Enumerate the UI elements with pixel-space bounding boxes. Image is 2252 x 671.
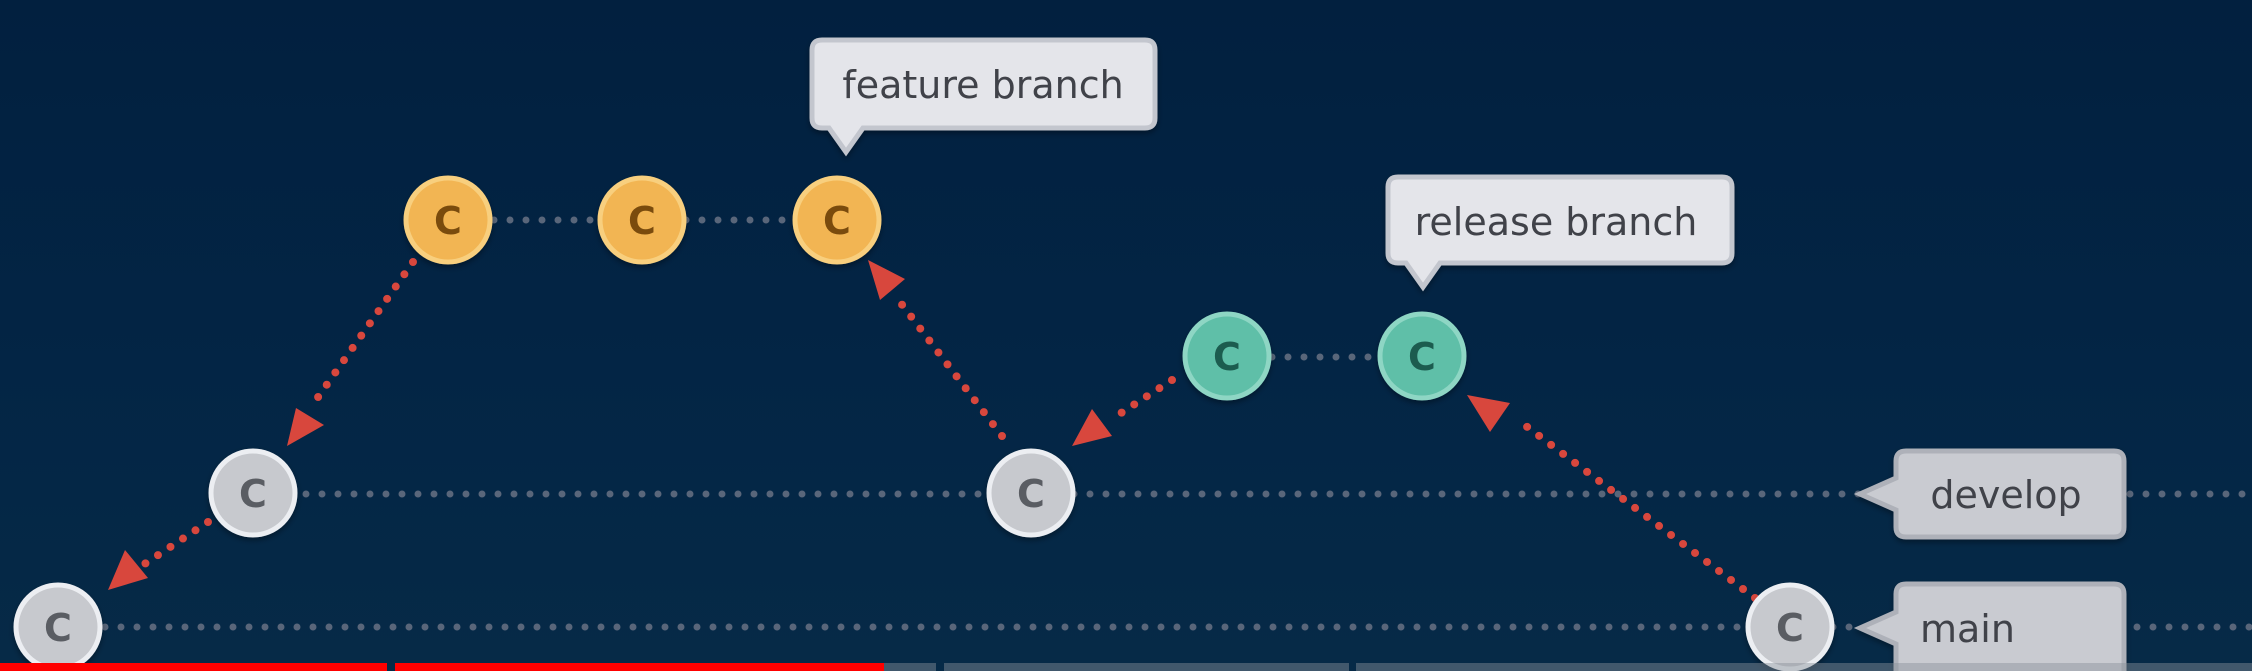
commit-label: C [1408,335,1436,379]
commit-label: C [44,606,72,650]
commit-label: C [823,199,851,243]
commit-label: C [1017,472,1045,516]
main-commit: C [13,582,103,671]
merge-arrow-main-to-develop [108,518,212,590]
commit-label: C [1776,606,1804,650]
main-callout: main [1853,581,2127,671]
release-commit: C [1377,311,1467,401]
feature-commit: C [597,175,687,265]
commit-label: C [628,199,656,243]
progress-chapter[interactable] [944,663,1349,671]
feature-commit: C [792,175,882,265]
main-label: main [1920,607,2015,651]
develop-callout: develop [1853,448,2127,540]
main-commit: C [1745,582,1835,671]
release-branch-callout: release branch [1385,174,1735,292]
develop-commit: C [986,448,1076,538]
merge-arrows [108,258,1759,602]
progress-chapter[interactable] [0,663,387,671]
commit-label: C [434,199,462,243]
branch-lines [101,216,2252,631]
feature-commit: C [403,175,493,265]
callouts: feature branch release branch develop ma… [809,37,2127,671]
progress-chapter[interactable] [884,663,936,671]
commit-label: C [1213,335,1241,379]
release-branch-label: release branch [1415,200,1698,244]
feature-branch-callout: feature branch [809,37,1158,157]
video-progress-bar[interactable] [0,663,2252,671]
merge-arrow-develop-to-release [1072,376,1176,446]
feature-branch-label: feature branch [842,63,1123,107]
merge-arrow-release-to-main [1467,395,1759,602]
merge-arrow-develop-to-feature [287,258,417,446]
progress-chapter[interactable] [1356,663,2252,671]
merge-arrow-feature-to-develop [868,260,1006,440]
release-commit: C [1182,311,1272,401]
commit-label: C [239,472,267,516]
progress-chapter[interactable] [395,663,884,671]
develop-label: develop [1930,473,2081,517]
develop-commit: C [208,448,298,538]
